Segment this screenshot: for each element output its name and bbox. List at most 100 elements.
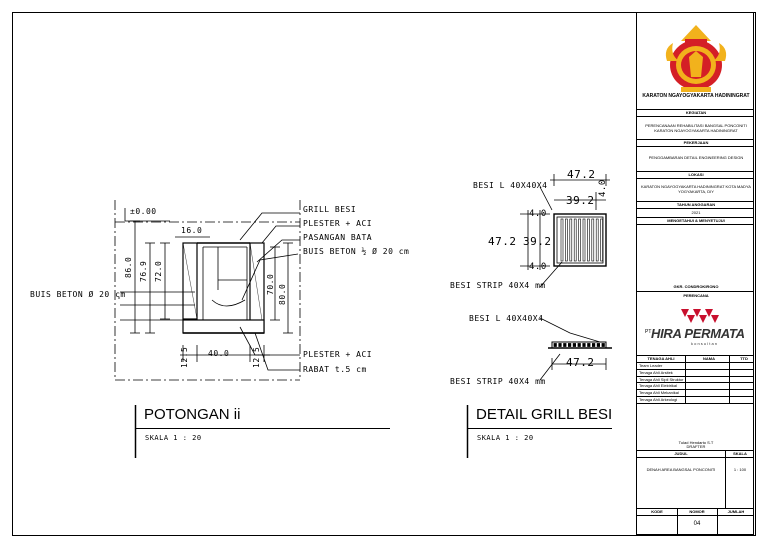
kraton-logo-icon	[665, 25, 727, 92]
staff-row-line	[637, 362, 753, 363]
jumlah-label: JUMLAH	[727, 509, 745, 514]
kegiatan-label: KEGIATAN	[685, 110, 707, 115]
section-scale: SKALA 1 : 20	[145, 434, 202, 442]
level-label: ±0.00	[130, 207, 157, 216]
staff-role: Tenaga Ahli Elektrikal	[639, 383, 678, 389]
judul-col-divider	[725, 450, 726, 508]
callout-plester-top: PLESTER + ACI	[303, 219, 373, 228]
staff-row-line	[637, 368, 753, 370]
strip-section	[587, 343, 591, 347]
pekerjaan-value: PENGGAMBARAN DETAIL ENGINEERING DESIGN	[648, 155, 744, 160]
kode-label: KODE	[651, 509, 663, 514]
lokasi-label: LOKASI	[688, 172, 704, 177]
grill-dim-inner: 39.2	[566, 194, 595, 207]
strip-section	[582, 343, 586, 347]
tahun-label: TAHUN ANGGARAN	[676, 202, 716, 207]
kegiatan-value: PERENCANAAN REHABILITASI BANGSAL PONCONI…	[645, 123, 747, 133]
grill-callout-besi-bottom: BESI L 40X40X4	[469, 314, 544, 323]
grill-bar	[600, 218, 603, 262]
grill-callout-strip-top: BESI STRIP 40X4 mm	[450, 281, 546, 290]
tahun-value: 2021	[691, 210, 701, 215]
strip-section	[577, 343, 581, 347]
grill-bar	[569, 218, 573, 262]
callout-grill: GRILL BESI	[303, 205, 357, 214]
strip-section	[553, 343, 557, 347]
dim-bottom-mid: 40.0	[208, 349, 230, 358]
callout-buis-left: BUIS BETON Ø 20 cm	[30, 290, 126, 299]
company-prefix: PT	[645, 329, 652, 335]
strip-section	[572, 343, 577, 347]
company-logo-icon	[681, 309, 719, 323]
staff-row-line	[637, 396, 753, 397]
strip-section	[558, 343, 562, 347]
callout-rabat: RABAT t.5 cm	[303, 365, 367, 374]
grill-bar	[560, 218, 564, 262]
strip-section	[563, 343, 567, 347]
staff-role: Tenaga Ahli Arkeologi	[639, 397, 678, 402]
org-name: KARATON NGAYOGYAKARTA HADININGRAT	[642, 93, 750, 99]
grill-dim-edge-bottom: 4.0	[529, 262, 547, 272]
approver-name: GKR. CONDROKIRONO	[673, 284, 719, 289]
callout-plester-bottom: PLESTER + ACI	[303, 350, 373, 359]
grill-dim-height: 47.2	[488, 235, 517, 248]
footer-col-divider	[717, 508, 718, 536]
grill-bar	[595, 218, 599, 262]
judul-value: DENAH AREA BANGSAL PONCONITI	[646, 467, 716, 472]
strip-section	[568, 343, 572, 347]
grill-dim-outer: 47.2	[567, 168, 596, 181]
dim-top-width: 16.0	[181, 226, 203, 235]
callout-buis-right: BUIS BETON ½ Ø 20 cm	[303, 247, 410, 256]
grill-dim-edge-top: 4.0	[529, 209, 547, 219]
drafter-label: DRAFTER	[686, 444, 706, 449]
footer-col-divider	[677, 508, 678, 536]
staff-row-line	[637, 382, 753, 384]
strip-section	[596, 343, 601, 347]
grill-drawing	[520, 174, 612, 381]
staff-row-line	[637, 375, 753, 377]
grill-scale: SKALA 1 : 20	[477, 434, 534, 442]
grill-title: DETAIL GRILL BESI	[476, 406, 613, 423]
strip-section	[601, 343, 605, 347]
staff-row-line	[637, 389, 753, 391]
grill-bar	[573, 218, 577, 262]
staff-header-sign: TTD	[740, 356, 748, 361]
staff-role: Team Leader	[639, 363, 663, 368]
pekerjaan-label: PEKERJAAN	[683, 140, 709, 145]
strip-section	[592, 343, 596, 347]
grill-bar	[565, 218, 568, 262]
skala-label: SKALA	[733, 451, 747, 456]
nomor-label: NOMOR	[689, 509, 705, 514]
company-name: HIRA PERMATA	[651, 326, 745, 341]
drafter-name: Tulad Hendarto S.T	[678, 440, 714, 445]
grill-bar	[582, 218, 586, 262]
approval-label: MENGETAHUI & MENYETUJUI	[667, 218, 725, 223]
grill-dim-bottom-width: 47.2	[566, 356, 595, 369]
staff-header-name: NAMA	[703, 356, 715, 361]
grill-bar	[591, 218, 595, 262]
nomor-value: 04	[693, 521, 701, 527]
grill-bar	[587, 218, 590, 262]
staff-header-role: TENAGA AHLI	[647, 356, 675, 361]
staff-role: Tenaga Ahli Sipil Struktur	[639, 376, 684, 382]
section-title: POTONGAN ii	[144, 406, 241, 423]
grill-title-frame	[466, 405, 612, 458]
judul-label: JUDUL	[674, 451, 688, 456]
grill-dim-height-inner: 39.2	[523, 235, 552, 248]
staff-role: Tenaga Ahli Mekanikal	[639, 390, 679, 396]
grill-callout-besi-top: BESI L 40X40X4	[473, 181, 548, 190]
title-block: KARATON NGAYOGYAKARTA HADININGRAT KEGIAT…	[636, 12, 754, 536]
staff-col-divider	[685, 355, 686, 403]
lokasi-value: KARATON NGAYOGYAKARTA HADININGRAT KOTA M…	[641, 184, 751, 194]
company-sub: k o n s u l t a n	[691, 341, 718, 346]
staff-role: Tenaga Ahli Arsitek	[639, 369, 673, 375]
skala-value: 1 : 100	[733, 467, 747, 472]
section-drawing	[114, 200, 301, 381]
section-title-frame	[134, 405, 390, 458]
grill-bar	[578, 218, 581, 262]
callout-bata: PASANGAN BATA	[303, 233, 373, 242]
staff-col-divider	[729, 355, 730, 403]
grill-callout-strip-bottom: BESI STRIP 40X4 mm	[450, 377, 546, 386]
perencana-label: PERENCANA	[683, 293, 709, 298]
